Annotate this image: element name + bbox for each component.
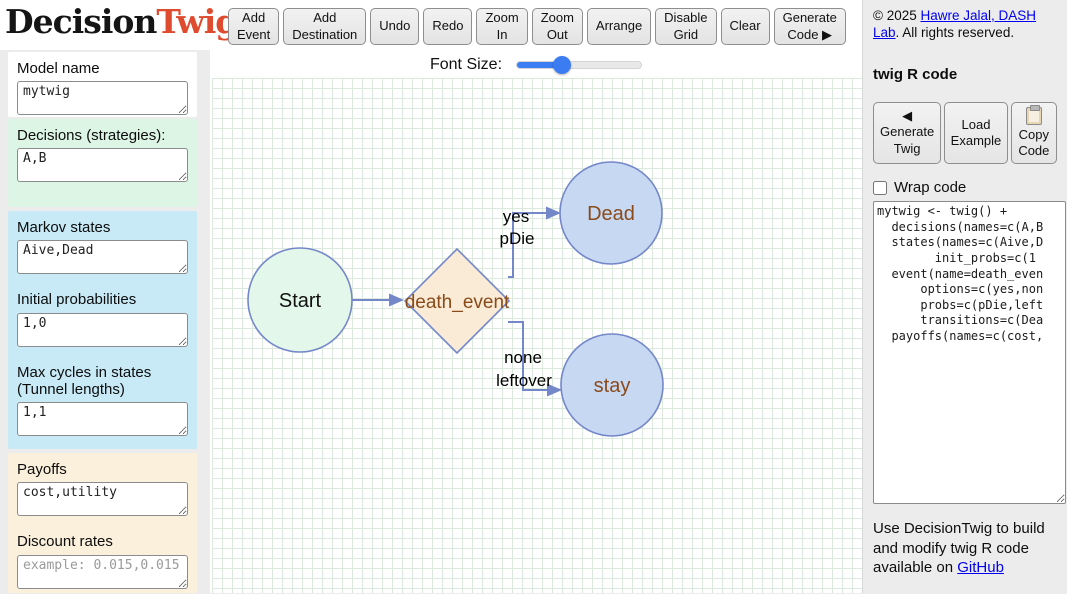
edge-event-to-dead[interactable] <box>508 212 547 278</box>
markov-states-input[interactable]: Aive,Dead <box>17 240 188 275</box>
zoom-out-button[interactable]: Zoom Out <box>531 8 583 45</box>
load-example-button[interactable]: Load Example <box>944 101 1008 165</box>
payoffs-section: Payoffs cost,utility Discount rates <box>8 453 197 593</box>
edge-label-none: none <box>504 348 542 367</box>
markov-states-label: Markov states <box>17 219 111 236</box>
left-triangle-icon: ◀ <box>902 108 913 124</box>
edge-label-pdie: pDie <box>500 229 535 248</box>
model-name-input[interactable]: mytwig <box>17 81 188 116</box>
font-size-label: Font Size: <box>429 56 503 73</box>
event-node-label: death_event <box>405 292 510 313</box>
zoom-in-button[interactable]: Zoom In <box>476 8 528 45</box>
generate-code-button[interactable]: Generate Code ▶ <box>773 8 846 45</box>
disable-grid-button[interactable]: Disable Grid <box>655 8 717 45</box>
copy-code-label: Copy Code <box>1018 126 1050 158</box>
panel-footer: Use DecisionTwig to build and modify twi… <box>873 519 1057 578</box>
code-panel: © 2025 Hawre Jalal, DASH Lab. All rights… <box>862 0 1067 593</box>
start-node[interactable] <box>247 247 353 353</box>
app-logo: DecisionTwig <box>5 2 238 41</box>
edge-stay-arrowhead <box>547 383 562 397</box>
edge-event-to-stay[interactable] <box>508 321 548 391</box>
max-cycles-input[interactable]: 1,1 <box>17 402 188 436</box>
stay-node[interactable] <box>560 333 664 437</box>
edge-dead-arrowhead <box>546 206 561 220</box>
clipboard-icon <box>1025 104 1042 125</box>
copy-code-button[interactable]: Copy Code <box>1010 101 1058 165</box>
generate-twig-label: Generate Twig <box>880 124 935 156</box>
add-event-button[interactable]: Add Event <box>228 8 280 45</box>
edge-label-yes: yes <box>503 207 529 226</box>
discount-rates-input[interactable] <box>17 554 188 589</box>
wrap-code-checkbox[interactable] <box>873 180 887 195</box>
decisions-section: Decisions (strategies): A,B <box>8 119 197 207</box>
model-name-label: Model name <box>17 60 100 77</box>
edge-label-leftover: leftover <box>496 371 552 390</box>
r-code-textarea[interactable]: mytwig <- twig() + decisions(names=c(A,B… <box>873 201 1066 505</box>
edge-start-arrowhead <box>389 293 404 307</box>
font-size-slider[interactable] <box>516 56 643 74</box>
start-node-label: Start <box>279 290 322 312</box>
font-size-slider-thumb[interactable] <box>553 56 572 74</box>
decisions-input[interactable]: A,B <box>17 148 188 183</box>
github-link[interactable]: GitHub <box>957 559 1004 577</box>
arrange-button[interactable]: Arrange <box>586 8 652 45</box>
font-size-row: Font Size: <box>210 56 862 74</box>
diagram-canvas[interactable]: Font Size: Start death_event Dead stay y… <box>210 50 862 593</box>
clear-button[interactable]: Clear <box>720 8 770 45</box>
copyright-text: © 2025 Hawre Jalal, DASH Lab. All rights… <box>873 8 1057 42</box>
logo-part-twig: Twig <box>156 2 238 41</box>
undo-button[interactable]: Undo <box>370 8 420 45</box>
toolbar: Add Event Add Destination Undo Redo Zoom… <box>228 8 846 45</box>
redo-button[interactable]: Redo <box>423 8 473 45</box>
dead-node[interactable] <box>559 161 663 265</box>
load-example-label: Load Example <box>950 116 1002 148</box>
panel-heading: twig R code <box>873 65 958 83</box>
copyright-prefix: © 2025 <box>873 8 921 23</box>
generate-twig-button[interactable]: ◀ Generate Twig <box>873 101 942 165</box>
payoffs-input[interactable]: cost,utility <box>17 482 188 517</box>
initial-probabilities-label: Initial probabilities <box>17 291 137 309</box>
dead-node-label: Dead <box>587 203 635 225</box>
wrap-code-row: Wrap code <box>873 179 1057 196</box>
copyright-suffix: . All rights reserved. <box>895 24 1015 40</box>
decisions-label: Decisions (strategies): <box>17 127 166 144</box>
code-panel-buttons: ◀ Generate Twig Load Example Copy Code <box>873 101 1058 165</box>
wrap-code-label: Wrap code <box>894 179 967 197</box>
markov-section: Markov states Aive,Dead Initial probabil… <box>8 211 197 449</box>
add-destination-button[interactable]: Add Destination <box>283 8 367 45</box>
stay-node-label: stay <box>594 375 631 397</box>
max-cycles-label: Max cycles in states (Tunnel lengths) <box>17 363 152 398</box>
header: DecisionTwig Add Event Add Destination U… <box>0 0 862 50</box>
payoffs-label: Payoffs <box>17 461 67 478</box>
dash-lab-link[interactable]: Hawre Jalal, DASH Lab <box>873 8 1037 40</box>
font-size-slider-fill <box>517 62 563 68</box>
discount-rates-label: Discount rates <box>17 533 113 551</box>
initial-probabilities-input[interactable]: 1,0 <box>17 312 188 347</box>
model-name-section: Model name mytwig <box>8 52 197 117</box>
diagram-svg: Start death_event Dead stay yes pDie non… <box>247 161 664 437</box>
footer-text: Use DecisionTwig to build and modify twi… <box>873 520 1045 577</box>
event-node[interactable] <box>403 247 511 355</box>
logo-part-decision: Decision <box>5 2 157 41</box>
